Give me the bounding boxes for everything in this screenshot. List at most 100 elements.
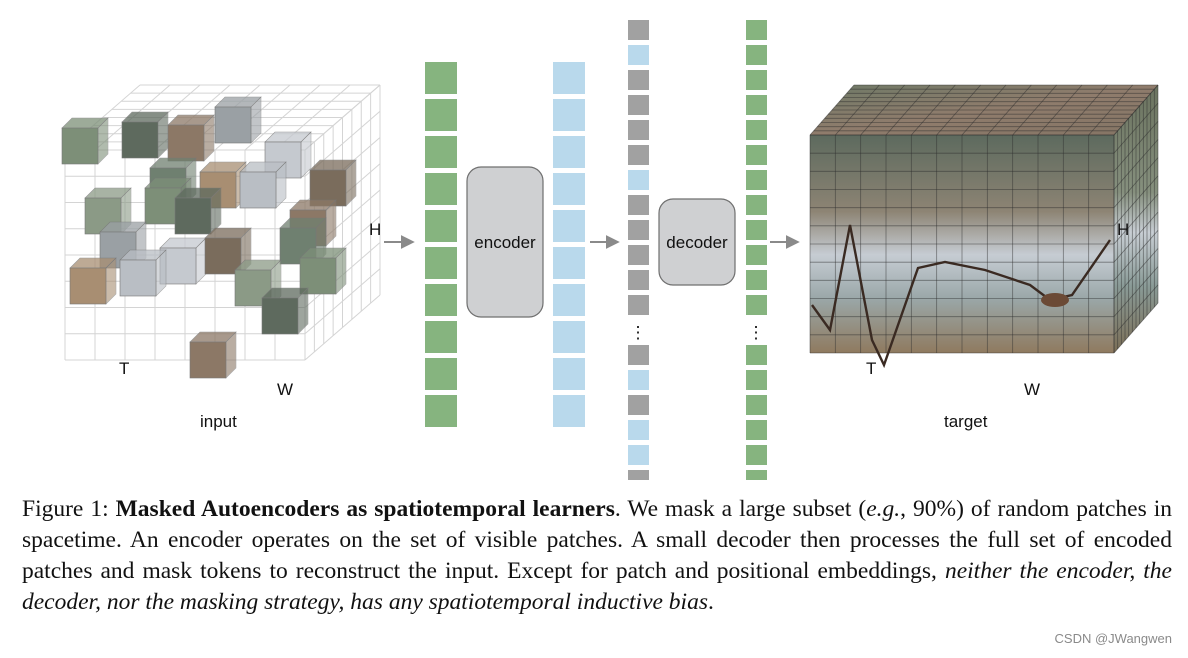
mixed-token bbox=[628, 195, 649, 215]
input-label: input bbox=[200, 412, 237, 431]
input-axis-w: W bbox=[277, 380, 293, 399]
input-axis-t: T bbox=[119, 359, 129, 378]
full-column-ellipsis: ⋮ bbox=[630, 323, 647, 342]
caption-end: . bbox=[708, 589, 714, 615]
decoder-block bbox=[658, 198, 736, 286]
grid-line bbox=[1113, 84, 1159, 136]
mixed-token bbox=[628, 45, 649, 65]
visible-token bbox=[425, 99, 457, 131]
mixed-token bbox=[628, 445, 649, 465]
patch-front bbox=[121, 121, 159, 159]
video-patch bbox=[69, 257, 117, 305]
caption-italic-claim: neither the encoder, the decoder, nor th… bbox=[22, 558, 1172, 615]
encoded-token bbox=[553, 173, 585, 205]
decoder-label: decoder bbox=[666, 233, 728, 252]
visible-token bbox=[425, 136, 457, 168]
mixed-token bbox=[628, 95, 649, 115]
mixed-token bbox=[628, 395, 649, 415]
grid-line bbox=[304, 268, 381, 335]
visible-token bbox=[425, 62, 457, 94]
output-column-ellipsis: ⋮ bbox=[748, 323, 765, 342]
reconstructed-token bbox=[746, 470, 767, 480]
reconstructed-token bbox=[746, 195, 767, 215]
visible-token bbox=[425, 358, 457, 390]
grid-line bbox=[1113, 284, 1159, 336]
visible-token bbox=[425, 284, 457, 316]
mixed-token bbox=[628, 295, 649, 315]
reconstructed-token bbox=[746, 70, 767, 90]
mixed-token bbox=[628, 345, 649, 365]
video-patch bbox=[189, 331, 237, 379]
video-patch bbox=[119, 249, 167, 297]
reconstructed-token bbox=[746, 370, 767, 390]
encoder-label: encoder bbox=[474, 233, 536, 252]
reconstructed-token bbox=[746, 420, 767, 440]
mixed-token bbox=[628, 470, 649, 480]
grid-line bbox=[1113, 302, 1159, 354]
encoded-token-column bbox=[553, 62, 585, 427]
video-patch bbox=[121, 111, 169, 159]
patch-front bbox=[167, 124, 205, 162]
patch-front bbox=[61, 127, 99, 165]
watermark: CSDN @JWangwen bbox=[1054, 631, 1172, 646]
mixed-token bbox=[628, 370, 649, 390]
reconstructed-token bbox=[746, 295, 767, 315]
visible-token bbox=[425, 247, 457, 279]
patch-front bbox=[174, 197, 212, 235]
video-patch bbox=[299, 247, 347, 295]
caption-text-2: , 90%) of random patches in spacetime. A… bbox=[22, 496, 1172, 584]
encoded-token bbox=[553, 99, 585, 131]
visible-token bbox=[425, 210, 457, 242]
reconstructed-token bbox=[746, 20, 767, 40]
encoded-token bbox=[553, 395, 585, 427]
input-axis-h: H bbox=[369, 220, 381, 239]
target-cube bbox=[809, 84, 1159, 369]
visible-token bbox=[425, 395, 457, 427]
patch-front bbox=[119, 259, 157, 297]
grid-line bbox=[244, 84, 321, 151]
patch-front bbox=[239, 171, 277, 209]
mixed-token bbox=[628, 270, 649, 290]
patch-front bbox=[189, 341, 227, 379]
reconstructed-token bbox=[746, 145, 767, 165]
video-patch bbox=[239, 161, 287, 209]
visible-patches bbox=[61, 96, 357, 379]
mixed-token bbox=[628, 70, 649, 90]
reconstructed-token bbox=[746, 170, 767, 190]
mixed-token bbox=[628, 420, 649, 440]
figure-caption: Figure 1: Masked Autoencoders as spatiot… bbox=[22, 494, 1172, 618]
output-token-column bbox=[746, 20, 767, 480]
target-patch-grid bbox=[809, 84, 1159, 354]
encoded-token bbox=[553, 284, 585, 316]
reconstructed-token bbox=[746, 445, 767, 465]
reconstructed-token bbox=[746, 345, 767, 365]
video-patch bbox=[174, 187, 222, 235]
reconstructed-token bbox=[746, 270, 767, 290]
target-axis-w: W bbox=[1024, 380, 1040, 399]
caption-figure-number: Figure 1: bbox=[22, 496, 116, 522]
visible-token bbox=[425, 173, 457, 205]
input-cube bbox=[61, 84, 381, 379]
grid-line bbox=[304, 294, 381, 361]
mixed-token bbox=[628, 170, 649, 190]
video-patch bbox=[167, 114, 215, 162]
mixed-token bbox=[628, 245, 649, 265]
encoded-token bbox=[553, 358, 585, 390]
patch-front bbox=[69, 267, 107, 305]
bird-illustration bbox=[1041, 293, 1069, 307]
grid-line bbox=[304, 84, 381, 151]
reconstructed-token bbox=[746, 95, 767, 115]
video-patch bbox=[261, 287, 309, 335]
reconstructed-token bbox=[746, 120, 767, 140]
visible-token bbox=[425, 321, 457, 353]
reconstructed-token bbox=[746, 395, 767, 415]
mixed-token bbox=[628, 220, 649, 240]
mixed-token bbox=[628, 145, 649, 165]
mixed-token bbox=[628, 20, 649, 40]
encoded-token bbox=[553, 210, 585, 242]
encoded-token bbox=[553, 247, 585, 279]
caption-title: Masked Autoencoders as spatiotemporal le… bbox=[115, 496, 615, 522]
encoded-token bbox=[553, 62, 585, 94]
video-patch bbox=[159, 237, 207, 285]
patch-front bbox=[214, 106, 252, 144]
